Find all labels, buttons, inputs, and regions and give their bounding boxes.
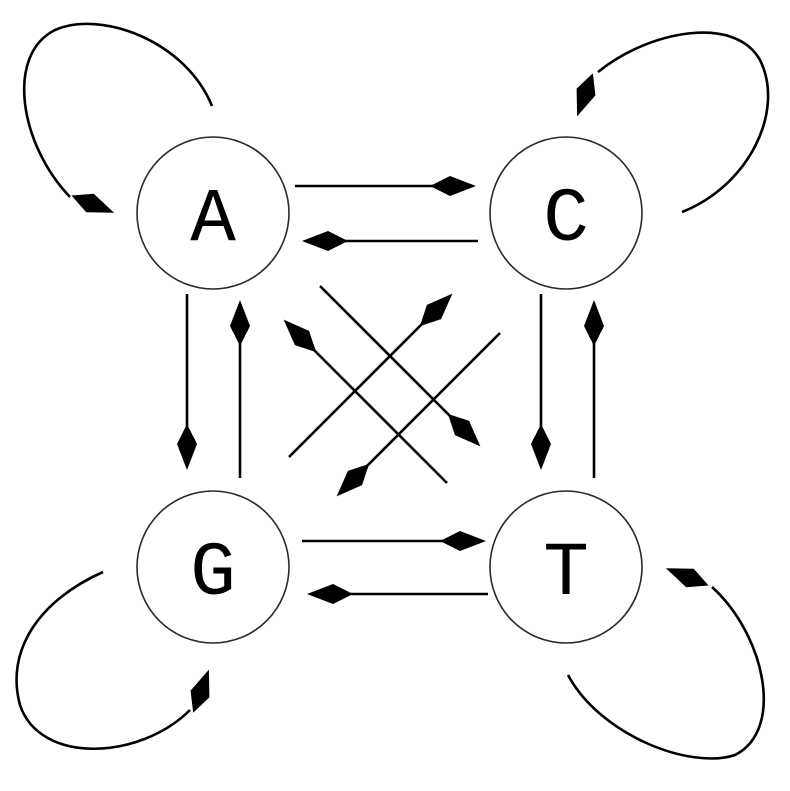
arrowheads <box>71 73 709 713</box>
edge-G-C <box>288 314 432 458</box>
arrowhead-T-G <box>307 584 353 604</box>
arrowhead-C-A <box>302 231 348 251</box>
node-T-circle <box>489 490 643 644</box>
node-G-circle <box>136 490 290 644</box>
node-C-circle <box>489 136 643 290</box>
arrowhead-C-C <box>576 73 596 117</box>
edge-C-G <box>361 332 501 472</box>
edge-C-C <box>597 31 770 214</box>
arrowhead-G-A <box>230 300 250 346</box>
node-G-label: G <box>190 531 236 617</box>
node-A-circle <box>136 136 290 290</box>
arrowhead-T-T <box>665 568 709 588</box>
self-loops <box>15 22 770 760</box>
edge-T-A <box>304 340 448 484</box>
arrowhead-C-T <box>531 424 551 470</box>
node-T-label: T <box>543 531 589 617</box>
arrowhead-A-T <box>447 413 481 447</box>
node-C-label: C <box>543 177 589 263</box>
arrowhead-G-G <box>190 669 210 713</box>
arrowhead-A-C <box>430 176 476 196</box>
arrowhead-A-A <box>71 193 115 213</box>
edge-G-G <box>15 570 191 751</box>
edge-T-T <box>566 586 766 760</box>
arrowhead-G-C <box>419 293 453 327</box>
arrowhead-A-G <box>177 424 197 470</box>
arrowhead-T-C <box>584 300 604 346</box>
arrowhead-G-T <box>440 531 486 551</box>
arrowhead-T-A <box>283 319 317 353</box>
node-G: G <box>136 490 290 644</box>
node-A-label: A <box>190 177 236 263</box>
node-T: T <box>489 490 643 644</box>
straight-edges <box>185 184 596 596</box>
node-C: C <box>489 136 643 290</box>
arrowhead-C-G <box>336 463 370 497</box>
node-A: A <box>136 136 290 290</box>
edge-A-A <box>22 22 214 198</box>
edge-A-T <box>319 285 459 425</box>
